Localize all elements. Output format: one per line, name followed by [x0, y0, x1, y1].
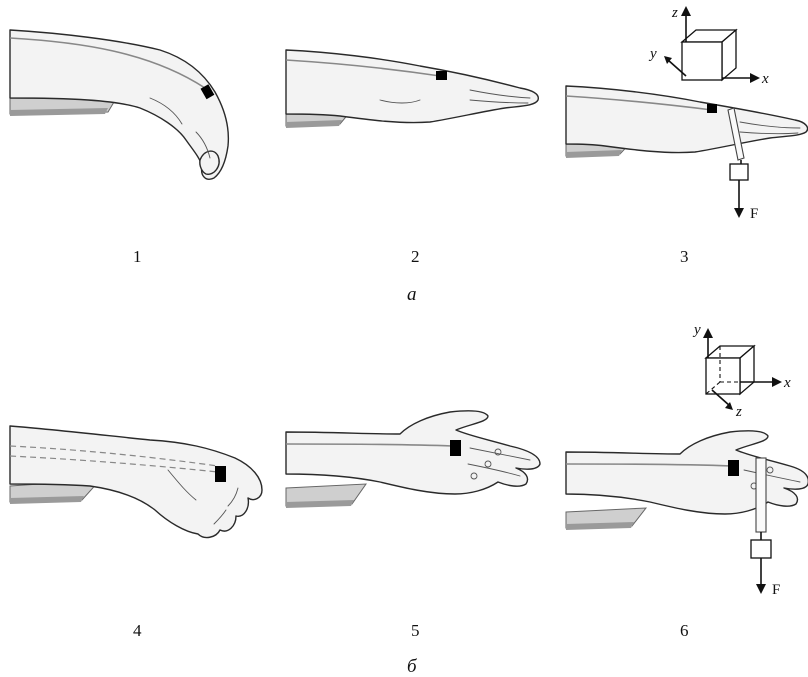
force-label: F [750, 206, 758, 222]
force-arrow [756, 584, 766, 594]
axis-label-z: z [735, 404, 742, 420]
sensor-marker [707, 104, 717, 113]
panel-number-5: 5 [411, 621, 420, 640]
panel-2-hand-extended [286, 50, 538, 128]
panel-4-hand-fist [10, 426, 262, 537]
axis-label-z: z [671, 5, 678, 21]
caption-bottom-row: б [407, 656, 418, 677]
sensor-marker [728, 460, 739, 476]
panel-number-3: 3 [680, 247, 689, 266]
axis-label-x: x [761, 71, 769, 87]
panel-5-hand-open [286, 411, 540, 508]
caption-top-row: а [407, 284, 417, 305]
axis-label-y: y [648, 46, 657, 62]
force-label: F [772, 582, 780, 598]
sensor-marker [436, 71, 447, 80]
axes-cube-panel-6: y x z [692, 322, 791, 420]
panel-3-hand-loaded: F [566, 86, 808, 222]
panel-number-1: 1 [133, 247, 142, 266]
panel-1-hand-flexed [10, 30, 228, 179]
axis-label-y: y [692, 322, 701, 338]
panel-number-2: 2 [411, 247, 420, 266]
panel-number-4: 4 [133, 621, 142, 640]
panel-6-hand-loaded: F [566, 431, 808, 598]
weight-block [751, 540, 771, 558]
weight-block [730, 164, 748, 180]
axes-cube-panel-3: z x y [648, 5, 769, 87]
axis-label-x: x [783, 375, 791, 391]
force-arrow [734, 208, 744, 218]
panel-number-6: 6 [680, 621, 689, 640]
strap [756, 458, 766, 532]
sensor-marker [215, 466, 226, 482]
sensor-marker [450, 440, 461, 456]
